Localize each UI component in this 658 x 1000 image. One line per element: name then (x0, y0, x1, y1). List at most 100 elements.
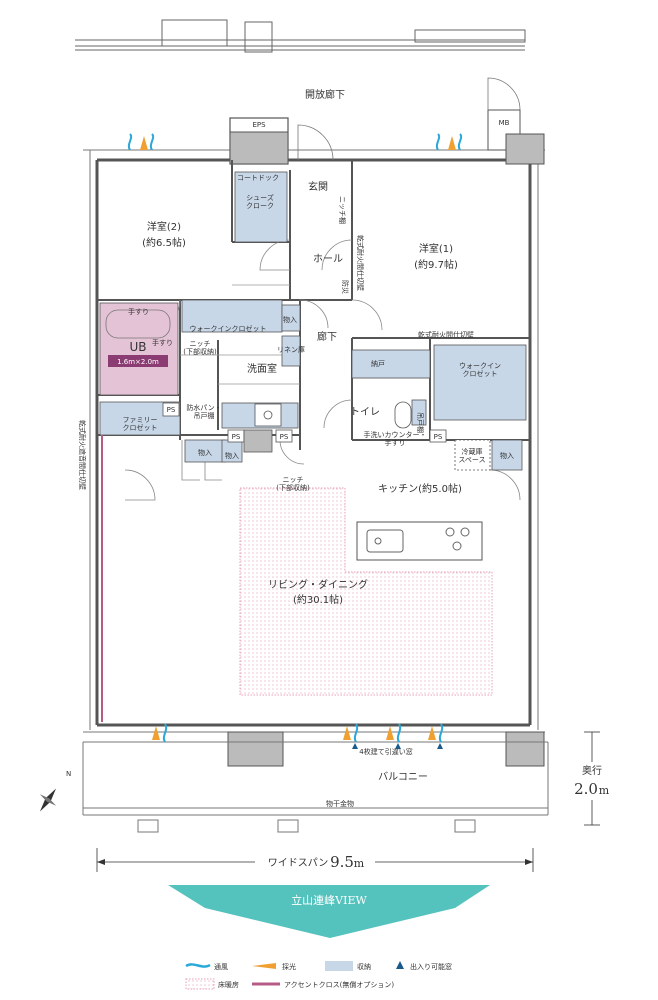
depth-label: 奥行 (582, 764, 602, 777)
linen-label: リネン庫 (277, 345, 305, 354)
handrail-2: 手すり (152, 338, 173, 347)
storage-areas (99, 171, 527, 471)
daylight-icon (152, 726, 160, 740)
ps3-label: PS (280, 433, 289, 441)
mb-box: MB (487, 77, 545, 165)
ventilation-icon (162, 723, 168, 743)
svg-text:アクセントクロス(無償オプション): アクセントクロス(無償オプション) (284, 980, 394, 989)
floor-heating-area (239, 487, 493, 696)
ventilation-icon (127, 133, 133, 151)
ventilation-icon (457, 133, 463, 151)
ub-label: UB (129, 340, 146, 354)
span-value: 9.5 (330, 853, 354, 871)
tosen-label: 吊戸棚 (416, 412, 425, 433)
width-dimension: ワイドスパン 9.5 m (96, 848, 534, 872)
svg-text:出入り可能窓: 出入り可能窓 (410, 962, 452, 971)
left-wall-label: 乾式耐火遮音間仕切壁 (78, 420, 87, 490)
view-label: 立山連峰VIEW (291, 893, 367, 907)
shoes-cloak-label: シューズクローク (246, 193, 274, 210)
walkin2-storage (433, 344, 527, 421)
depth-unit: m (599, 784, 610, 797)
fire-door2-label: 乾式耐火間仕切壁 (418, 330, 474, 339)
western1-name: 洋室(1) (419, 242, 453, 255)
fire-door-v-label: 乾式耐火間仕切壁 (356, 235, 365, 291)
compass-icon: N (39, 770, 71, 812)
walkin2-label: ウォークインクロゼット (459, 362, 501, 378)
floor-heating-legend-swatch (185, 978, 215, 990)
niche-top-label: ニッチ棚 (338, 196, 347, 224)
airflow-markers (127, 133, 463, 749)
tearai-label: 手洗いカウンター・手すり (364, 430, 427, 447)
ventilation-icon (149, 133, 155, 151)
legend-ventilation: 通風 (185, 962, 228, 971)
svg-text:採光: 採光 (282, 962, 296, 971)
view-banner: 立山連峰VIEW (168, 885, 490, 938)
balcony-label: バルコニー (378, 771, 428, 783)
ventilation-icon (396, 723, 402, 743)
niche3-label: ニッチ(下部収納) (276, 476, 310, 492)
ventilation-legend-icon (185, 963, 211, 968)
ps-fixtures (162, 401, 491, 471)
rouka-label: 廊下 (317, 330, 337, 343)
depth-value: 2.0 (574, 780, 598, 798)
outer-wall-thickness (83, 149, 545, 733)
stove-burner (445, 527, 455, 537)
mono3-label: 物入 (225, 451, 239, 460)
waterpan-label: 防水パン・吊戸棚 (186, 403, 221, 420)
tosen-storage (411, 399, 427, 426)
upper-structure (75, 19, 526, 53)
hall-label: ホール (313, 253, 343, 265)
mono4-storage (491, 439, 523, 471)
mono4-label: 物入 (500, 451, 514, 460)
shoes-cloak (234, 171, 288, 243)
walkin-closet (181, 299, 283, 333)
toilet-label: トイレ (350, 407, 380, 418)
legend: 通風 採光 収納 出入り可能窓 床暖房 アクセントクロス(無償オプション) (185, 961, 452, 990)
legend-access: 出入り可能窓 (396, 961, 452, 971)
entrance-door (297, 124, 334, 161)
western2-name: 洋室(2) (147, 220, 181, 233)
storage-legend-swatch (325, 961, 353, 971)
mono1-storage (281, 304, 301, 332)
senmen-label: 洗面室 (247, 362, 277, 375)
nando-label: 納戸 (371, 359, 385, 368)
daylight-icon (386, 726, 394, 740)
legend-floor-heating: 床暖房 (185, 978, 239, 990)
legend-daylight: 採光 (252, 962, 296, 971)
living-name: リビング・ダイニング (268, 578, 368, 591)
nando-storage (351, 349, 431, 379)
outer-walls (95, 158, 532, 727)
span-label: ワイドスパン (268, 857, 329, 869)
depth-dimension: 奥行 2.0 m (570, 731, 614, 826)
linen-storage (281, 335, 301, 367)
walkin-closet-label: ウォークインクロゼット (190, 324, 267, 333)
family-closet-label: ファミリークロゼット (123, 416, 158, 432)
access-window-icon (437, 743, 443, 749)
entrance-label: 玄関 (308, 180, 328, 193)
span-unit: m (354, 857, 365, 870)
ventilation-icon (435, 133, 441, 151)
mono1-label: 物入 (283, 315, 297, 324)
kitchen-counter (356, 521, 483, 561)
western2-size: (約6.5帖) (142, 236, 186, 249)
ventilation-icon (353, 723, 359, 743)
mb-label: MB (499, 119, 510, 127)
eps-label: EPS (252, 121, 266, 129)
balcony: 4枚建て引違い窓 バルコニー 物干金物 (82, 731, 549, 833)
legend-accent: アクセントクロス(無償オプション) (252, 980, 394, 989)
svg-text:床暖房: 床暖房 (218, 980, 239, 989)
open-corridor-label: 開放廊下 (305, 88, 345, 101)
svg-text:収納: 収納 (357, 962, 371, 971)
unit-bath: UB 1.6m×2.0m 手すり 手すり (99, 302, 179, 396)
access-window-icon (352, 743, 358, 749)
niche-lower-label: ニッチ(下部収納) (183, 340, 217, 356)
bosai-label: 防災 (341, 280, 350, 294)
ub-size: 1.6m×2.0m (117, 358, 159, 366)
ps2-label: PS (232, 433, 241, 441)
legend-storage: 収納 (325, 961, 371, 971)
daylight-icon (343, 726, 351, 740)
ventilation-icon (438, 723, 444, 743)
reizoko-label: 冷蔵庫スペース (458, 447, 485, 464)
eps-box: EPS (229, 117, 289, 165)
